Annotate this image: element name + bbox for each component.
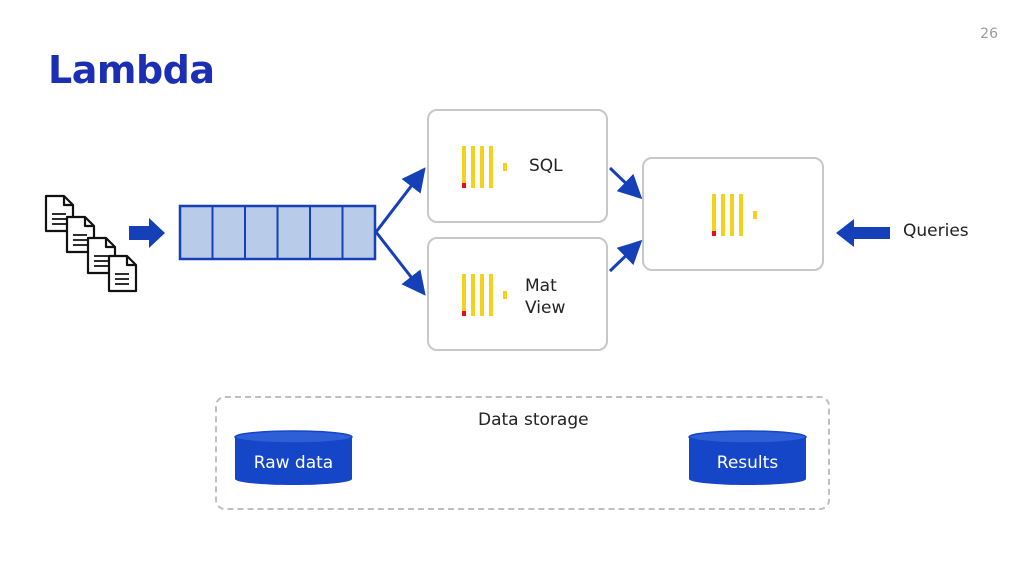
queue-to-sql-arrow	[374, 167, 426, 233]
clickhouse-logo-icon	[462, 146, 507, 188]
raw-data-label: Raw data	[253, 453, 334, 473]
clickhouse-logo-icon	[712, 194, 757, 236]
queue-to-mat-arrow	[374, 231, 426, 296]
results-label: Results	[716, 453, 779, 473]
clickhouse-logo-icon	[462, 274, 507, 316]
queries-label: Queries	[903, 221, 969, 241]
page-number: 26	[980, 26, 998, 42]
input-arrow	[129, 218, 165, 248]
results-cylinder	[688, 430, 807, 486]
message-queue	[178, 204, 377, 261]
mat-to-engine-arrow	[608, 239, 643, 273]
data-storage-title: Data storage	[478, 410, 589, 430]
queries-arrow	[836, 219, 890, 247]
sql-to-engine-arrow	[608, 166, 643, 200]
page-title: Lambda	[48, 48, 215, 92]
raw-data-cylinder	[234, 430, 353, 486]
mat-view-label: Mat View	[525, 276, 566, 318]
mat-view-node: Mat View	[427, 237, 608, 351]
data-storage-region	[215, 396, 830, 510]
sql-label: SQL	[529, 156, 563, 176]
sql-node: SQL	[427, 109, 608, 223]
document-stack-icon	[44, 194, 138, 293]
